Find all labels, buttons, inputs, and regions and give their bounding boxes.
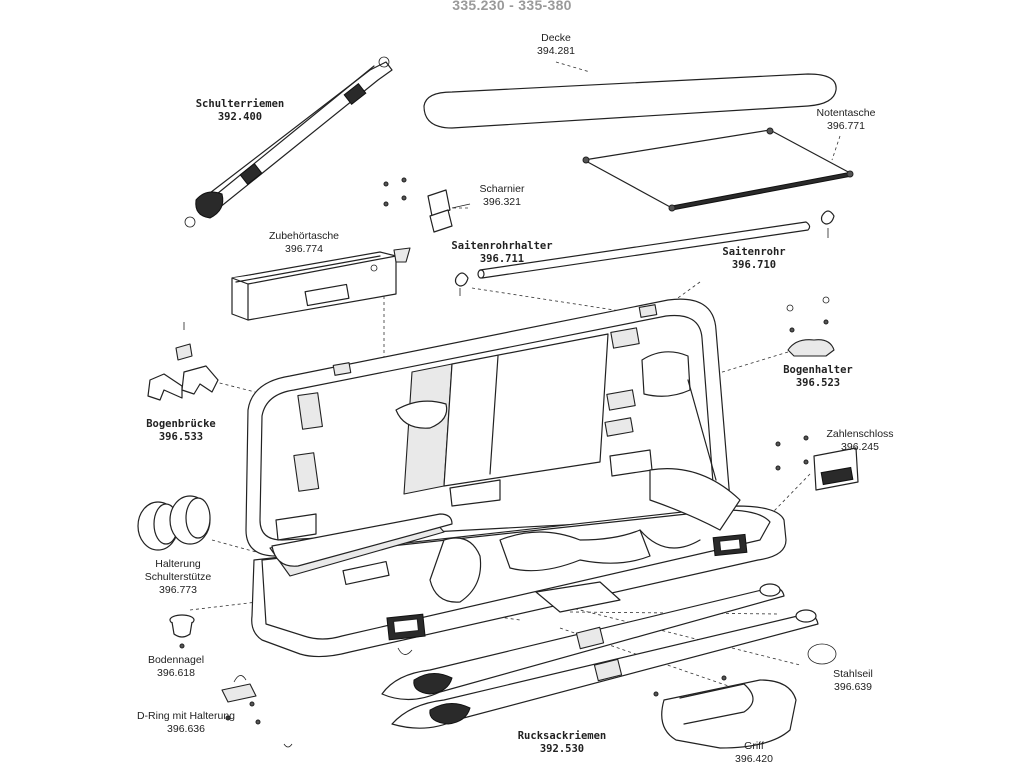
label-halterung-name-2: Schulterstütze [144, 571, 212, 583]
label-saitenrohrhalter-number: 396.711 [479, 253, 525, 265]
halterung-part [137, 495, 211, 551]
rucksackriemen-part [381, 583, 819, 729]
label-stahlseil: Stahlseil 396.639 [818, 668, 888, 694]
label-saitenrohr-name: Saitenrohr [722, 246, 786, 258]
decke-part [423, 73, 837, 129]
label-decke-number: 394.281 [537, 45, 575, 57]
label-saitenrohrhalter: Saitenrohrhalter 396.711 [444, 240, 560, 266]
label-bodennagel: Bodennagel 396.618 [138, 654, 214, 680]
label-decke-name: Decke [541, 32, 571, 44]
label-schulterriemen: Schulterriemen 392.400 [180, 98, 300, 124]
label-dring-number: 396.636 [167, 723, 205, 735]
label-notentasche-name: Notentasche [816, 107, 876, 119]
label-bodennagel-number: 396.618 [157, 667, 195, 679]
label-bodennagel-name: Bodennagel [147, 654, 205, 666]
label-saitenrohrhalter-name: Saitenrohrhalter [451, 240, 553, 252]
label-schulterriemen-name: Schulterriemen [195, 98, 285, 110]
dring-part [221, 675, 293, 748]
label-scharnier-number: 396.321 [483, 196, 521, 208]
bodennagel-part [169, 614, 195, 649]
bogenbruecke-part [147, 322, 219, 401]
notentasche-part [582, 127, 854, 212]
case-lid [245, 298, 731, 557]
scharnier-part [383, 177, 471, 233]
saitenrohr-part [477, 221, 811, 279]
label-bogenhalter-name: Bogenhalter [783, 364, 853, 376]
label-bogenhalter-number: 396.523 [795, 377, 841, 389]
label-decke: Decke 394.281 [520, 32, 592, 58]
label-halterung-number: 396.773 [159, 584, 197, 596]
schulterriemen-part [184, 56, 393, 228]
label-dring: D-Ring mit Halterung 396.636 [128, 710, 244, 736]
griff-part [653, 675, 797, 749]
label-stahlseil-number: 396.639 [834, 681, 872, 693]
saitenrohrhalter-part [454, 210, 835, 296]
label-griff-number: 396.420 [735, 753, 773, 765]
bogenhalter-part [786, 296, 835, 357]
label-griff-name: Griff [744, 740, 764, 752]
diagram-title: 335.230 - 335-380 [452, 0, 572, 13]
label-dring-name: D-Ring mit Halterung [136, 710, 236, 722]
label-zahlenschloss: Zahlenschloss 396.245 [818, 428, 902, 454]
label-zubehoertasche-name: Zubehörtasche [268, 230, 340, 242]
label-zahlenschloss-name: Zahlenschloss [826, 428, 894, 440]
label-stahlseil-name: Stahlseil [833, 668, 873, 680]
label-notentasche-number: 396.771 [827, 120, 865, 132]
label-bogenbruecke-name: Bogenbrücke [146, 418, 216, 430]
label-saitenrohr-number: 396.710 [731, 259, 777, 271]
label-rucksackriemen-number: 392.530 [539, 743, 585, 755]
zubehoertasche-part [231, 247, 411, 321]
label-griff: Griff 396.420 [724, 740, 784, 766]
zahlenschloss-part [775, 435, 859, 491]
label-halterung-name: Halterung [155, 558, 201, 570]
label-schulterriemen-number: 392.400 [217, 111, 263, 123]
label-scharnier-name: Scharnier [479, 183, 525, 195]
label-scharnier: Scharnier 396.321 [466, 183, 538, 209]
label-rucksackriemen-name: Rucksackriemen [517, 730, 607, 742]
stahlseil-part [807, 643, 837, 665]
label-halterung: Halterung Schulterstütze 396.773 [130, 558, 226, 597]
label-zubehoertasche: Zubehörtasche 396.774 [262, 230, 346, 256]
label-notentasche: Notentasche 396.771 [806, 107, 886, 133]
label-rucksackriemen: Rucksackriemen 392.530 [506, 730, 618, 756]
case-body [251, 468, 787, 658]
label-bogenbruecke-number: 396.533 [158, 431, 204, 443]
label-saitenrohr: Saitenrohr 396.710 [714, 246, 794, 272]
label-zahlenschloss-number: 396.245 [841, 441, 879, 453]
label-zubehoertasche-number: 396.774 [285, 243, 323, 255]
label-bogenbruecke: Bogenbrücke 396.533 [138, 418, 224, 444]
label-bogenhalter: Bogenhalter 396.523 [776, 364, 860, 390]
